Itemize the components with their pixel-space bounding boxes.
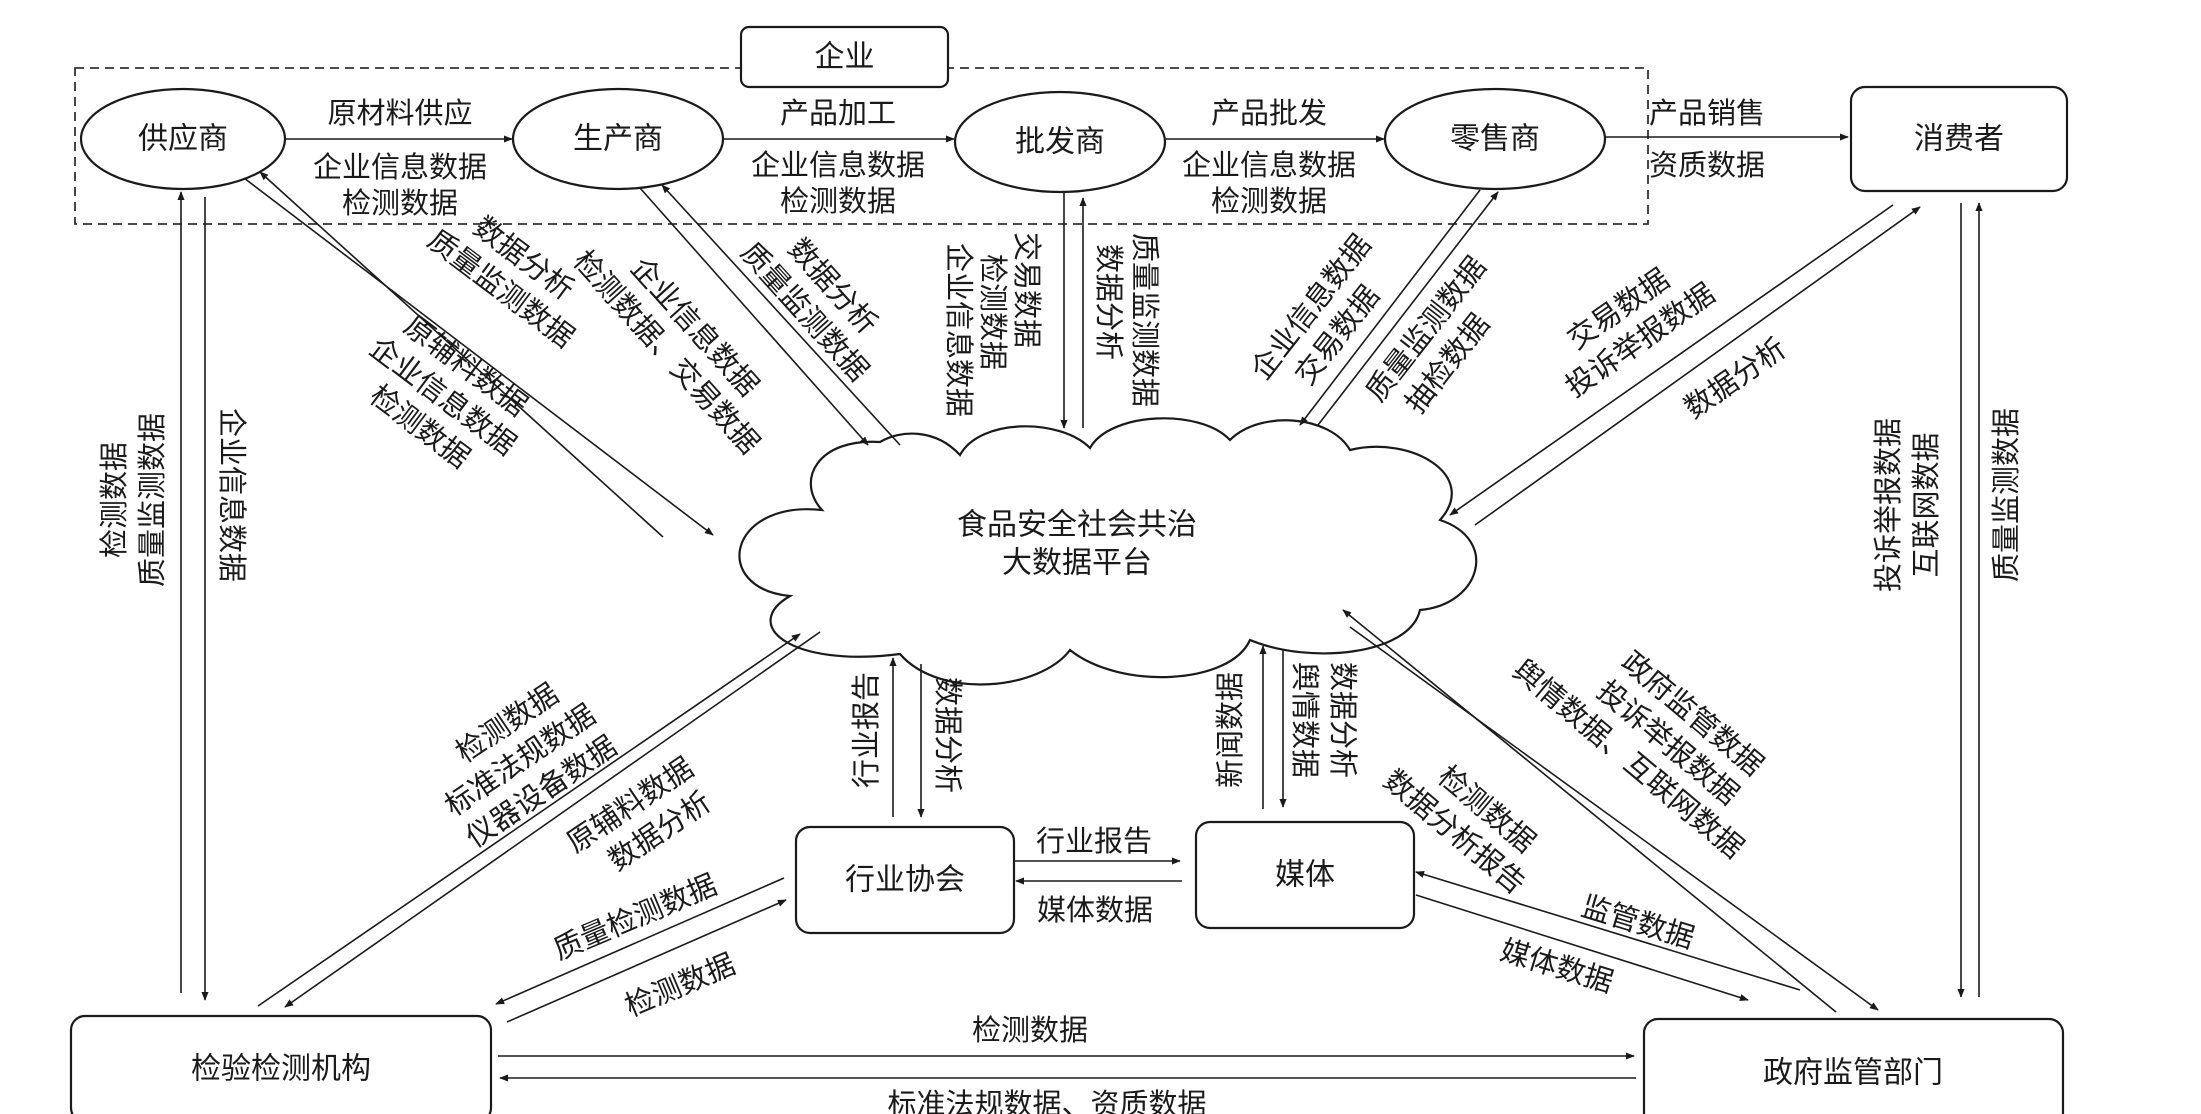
supplier-label: 供应商 [138,122,228,157]
media-label: 媒体 [1275,858,1335,893]
wholesaler-label: 批发商 [1015,125,1105,160]
arrow-consumer-platform [1449,204,1894,516]
label-media-gov-2: 媒体数据 [1497,933,1618,999]
label-group-sup-plat-b: 原辅料数据 企业信息数据 检测数据 [363,309,534,475]
arrow-inspection-association [506,899,787,1023]
label-whol-plat-5: 数据分析 [1092,244,1126,360]
platform-title-line1: 食品安全社会共治 [957,508,1197,543]
enterprise-group-title-box [739,25,950,89]
producer-node [511,87,725,191]
label-whol-plat-3: 交易数据 [1010,232,1044,348]
label-group-assoc-plat: 行业报告 [849,672,883,788]
label-sup-prod-2: 企业信息数据 [313,150,487,184]
supplier-node [79,87,287,191]
label-whol-plat-4: 质量监测数据 [1128,233,1162,407]
arrow-producer-platform [639,187,869,446]
arrow-platform-producer [661,184,901,446]
label-group-media-gov-b: 媒体数据 [1497,933,1618,999]
label-group-gov-plat: 政府监管数据 投诉举报数据 舆情数据、互联网数据 [1506,644,1770,865]
arrow-association-inspection [495,877,785,1005]
label-group-whol-plat: 企业信息数据 检测数据 交易数据 [942,232,1044,417]
consumer-label: 消费者 [1914,122,2004,157]
label-group-assoc-plat-b: 数据分析 [931,677,965,793]
label-cons-plat-3: 数据分析 [1678,331,1793,425]
label-whol-plat-1: 企业信息数据 [942,243,976,417]
inspection-node [69,1014,493,1114]
label-insp-gov-2: 标准法规数据、资质数据 [887,1087,1206,1114]
label-media-plat-1: 新闻数据 [1213,672,1247,788]
platform-title-line2: 大数据平台 [1002,546,1152,581]
media-node [1194,820,1416,930]
label-media-plat-2: 数据分析 [1326,662,1360,778]
arrow-platform-government [1349,626,1879,1011]
label-insp-gov-1: 检测数据 [972,1013,1088,1047]
label-assoc-plat-1: 行业报告 [849,672,883,788]
arrow-platform-consumer [1474,206,1921,526]
label-group-media-plat: 新闻数据 [1213,672,1247,788]
arrow-inspection-platform [257,633,801,1007]
label-whol-ret-1: 产品批发 [1211,96,1327,130]
label-group-insp-assoc-b: 检测数据 [620,947,740,1024]
producer-label: 生产商 [573,122,663,157]
label-group-cons-plat-b: 数据分析 [1678,331,1793,425]
arrow-government-media [1415,870,1801,991]
label-media-plat-3: 舆情数据 [1288,662,1322,778]
arrow-platform-supplier [259,171,664,538]
label-group-media-gov: 监管数据 [1578,889,1699,955]
label-insp-sup-2: 质量监测数据 [135,413,169,587]
label-insp-sup-1: 检测数据 [97,442,131,558]
label-assoc-plat-2: 数据分析 [931,677,965,793]
arrow-media-government [1415,894,1749,1001]
label-ret-cons-2: 资质数据 [1649,148,1765,182]
arrow-government-platform [1342,609,1837,1013]
government-node [1642,1017,2065,1114]
arrow-platform-retailer [1317,191,1499,426]
enterprise-group-title: 企业 [815,40,875,75]
label-prod-whol-3: 检测数据 [780,184,896,218]
retailer-label: 零售商 [1450,122,1540,157]
label-insp-assoc-2: 检测数据 [620,947,740,1024]
consumer-node [1849,85,2069,193]
wholesaler-node [953,90,1167,194]
label-assoc-media-2: 媒体数据 [1037,893,1153,927]
arrow-platform-inspection [284,631,821,1008]
arrow-retailer-platform [1299,189,1481,426]
label-assoc-media-1: 行业报告 [1036,824,1152,858]
label-sup-prod-3: 检测数据 [342,186,458,220]
label-group-insp-sup: 检测数据 质量监测数据 [97,413,169,587]
retailer-node [1383,87,1607,191]
label-media-gov-1: 监管数据 [1578,889,1699,955]
label-prod-whol-1: 产品加工 [780,96,896,130]
label-group-whol-plat-b: 质量监测数据 数据分析 [1092,233,1162,407]
label-cons-gov-3: 质量监测数据 [1989,408,2023,582]
label-insp-sup-3: 企业信息数据 [215,408,249,582]
label-group-insp-sup-b: 企业信息数据 [215,408,249,582]
label-whol-plat-2: 检测数据 [976,254,1010,370]
arrow-supplier-platform [243,177,714,536]
inspection-label: 检验检测机构 [191,1052,371,1087]
label-whol-ret-3: 检测数据 [1211,184,1327,218]
government-label: 政府监管部门 [1763,1056,1943,1091]
association-node [794,825,1016,935]
label-group-media-plat-b: 数据分析 舆情数据 [1288,662,1360,778]
label-whol-ret-2: 企业信息数据 [1182,148,1356,182]
label-sup-prod-1: 原材料供应 [327,96,472,130]
label-cons-gov-2: 互联网数据 [1909,432,1943,577]
association-label: 行业协会 [845,863,965,898]
label-prod-whol-2: 企业信息数据 [751,148,925,182]
label-ret-cons-1: 产品销售 [1649,96,1765,130]
label-group-cons-gov: 投诉举报数据 互联网数据 [1871,418,1943,592]
label-group-cons-plat: 交易数据 投诉举报数据 [1559,262,1721,404]
label-cons-gov-1: 投诉举报数据 [1871,418,1905,592]
label-group-cons-gov-b: 质量监测数据 [1989,408,2023,582]
label-group-prod-plat: 数据分析 质量监测数据 [734,232,885,388]
